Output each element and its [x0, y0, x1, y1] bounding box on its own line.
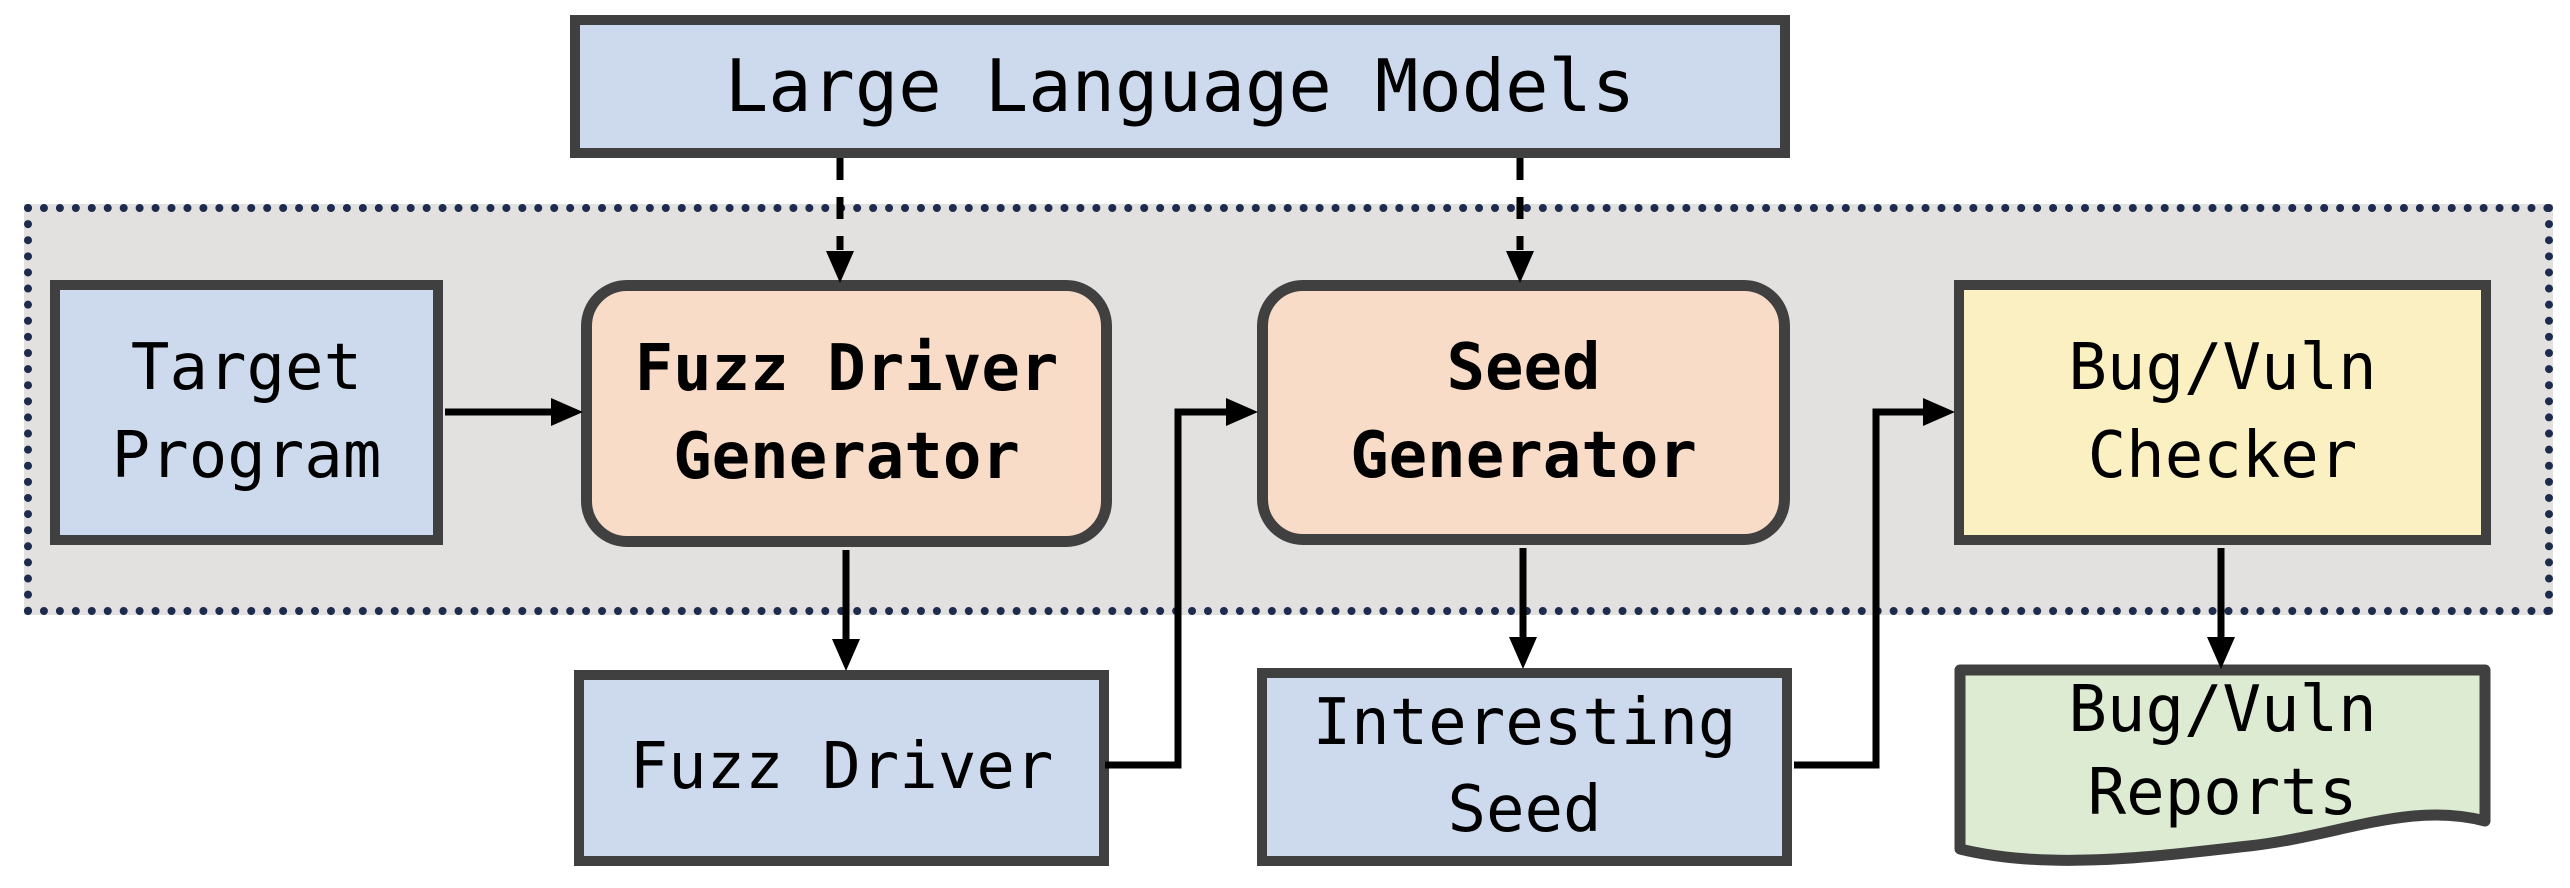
node-bug-vuln-checker-label: Bug/Vuln Checker: [2068, 331, 2377, 493]
node-bug-vuln-reports: [1954, 664, 2491, 866]
node-seed-generator-label: Seed Generator: [1350, 331, 1697, 493]
node-large-language-models: Large Language Models: [570, 15, 1790, 158]
document-shape: [1954, 664, 2491, 866]
node-bug-vuln-reports-text: Bug/Vuln Reports: [2068, 672, 2377, 830]
node-bug-vuln-reports-label: Bug/Vuln Reports: [1954, 668, 2491, 836]
node-fuzz-driver-generator: Fuzz Driver Generator: [581, 280, 1112, 547]
node-fuzz-driver-label: Fuzz Driver: [629, 730, 1054, 805]
node-bug-vuln-checker: Bug/Vuln Checker: [1954, 280, 2491, 545]
node-interesting-seed: Interesting Seed: [1257, 668, 1792, 866]
node-target-program: Target Program: [50, 280, 443, 545]
node-target-program-label: Target Program: [111, 331, 382, 493]
node-interesting-seed-label: Interesting Seed: [1312, 685, 1737, 847]
node-fuzz-driver-generator-label: Fuzz Driver Generator: [634, 332, 1059, 494]
node-seed-generator: Seed Generator: [1257, 280, 1790, 545]
node-large-language-models-label: Large Language Models: [724, 43, 1636, 128]
node-fuzz-driver: Fuzz Driver: [574, 670, 1109, 866]
